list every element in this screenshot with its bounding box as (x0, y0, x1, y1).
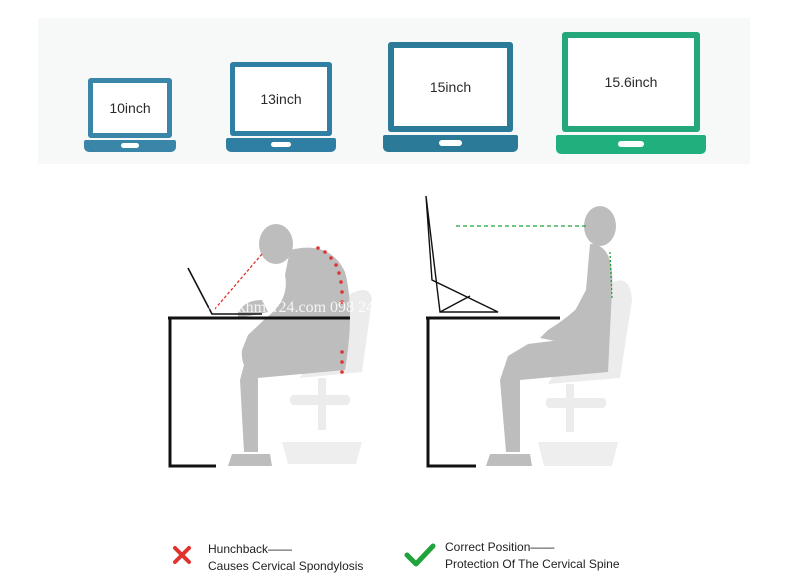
screen-label: 15inch (394, 48, 507, 126)
hunched-spine-dots (316, 246, 344, 374)
cross-icon (173, 546, 191, 564)
check-icon (404, 543, 436, 567)
laptop-15-6inch: 15.6inch (556, 32, 706, 154)
laptop-base (226, 138, 336, 152)
hunched-sightline (213, 253, 263, 311)
legend-good: Correct Position—— Protection Of The Cer… (445, 539, 620, 573)
laptop-screen: 15.6inch (562, 32, 700, 132)
laptop-stand (425, 195, 499, 313)
laptop-10inch: 10inch (84, 78, 176, 152)
legend-bad: Hunchback—— Causes Cervical Spondylosis (208, 541, 363, 575)
trackpad (121, 143, 139, 148)
hunched-desk (168, 316, 350, 468)
hunched-person (228, 224, 350, 466)
laptop-base (383, 135, 518, 152)
screen-label: 10inch (93, 83, 167, 133)
screen-label: 15.6inch (568, 38, 694, 126)
screen-label: 13inch (235, 67, 327, 131)
laptop-15inch: 15inch (383, 42, 518, 152)
laptop-screen: 10inch (88, 78, 172, 138)
laptop-13inch: 13inch (226, 62, 336, 152)
trackpad (439, 140, 462, 146)
correct-desk (426, 316, 560, 468)
trackpad (618, 141, 644, 147)
trackpad (271, 142, 291, 147)
posture-illustration: www.khmer24.com 098 241926 (168, 195, 632, 468)
hunched-laptop (187, 267, 262, 315)
correct-person (486, 206, 616, 466)
legend-good-title: Correct Position—— (445, 540, 555, 554)
watermark: www.khmer24.com 098 241926 (200, 299, 406, 316)
laptop-base (84, 140, 176, 152)
laptop-screen: 15inch (388, 42, 513, 132)
laptop-base (556, 135, 706, 154)
laptop-screen: 13inch (230, 62, 332, 136)
legend-bad-title: Hunchback—— (208, 542, 293, 556)
legend-bad-desc: Causes Cervical Spondylosis (208, 559, 364, 573)
legend-good-desc: Protection Of The Cervical Spine (445, 557, 620, 571)
